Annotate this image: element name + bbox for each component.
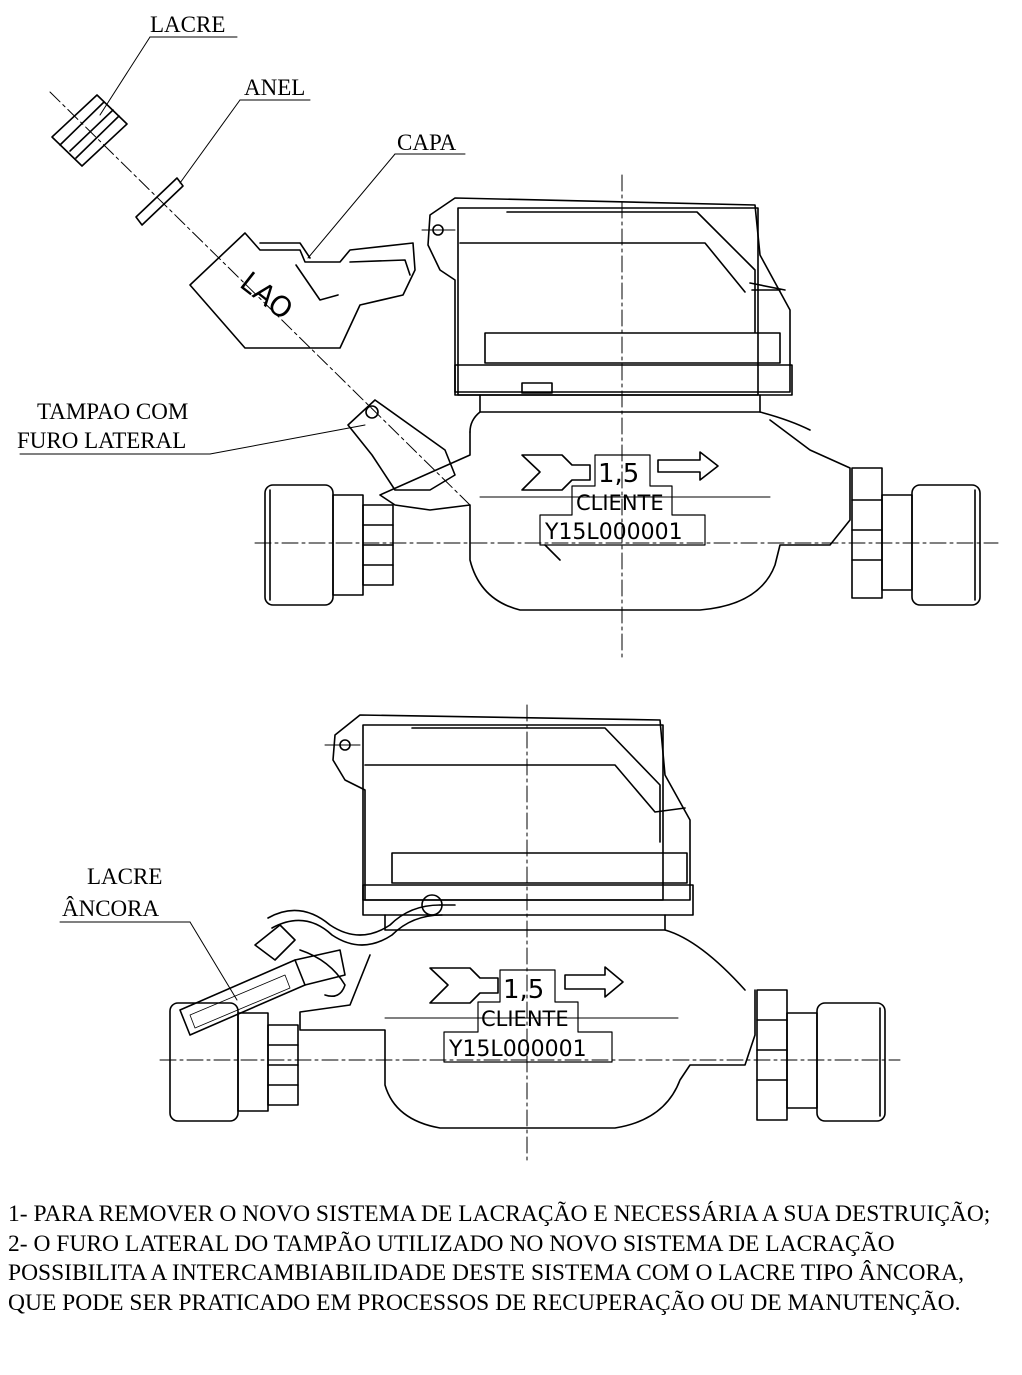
top-water-meter	[254, 174, 999, 661]
label-lacre-ancora-line2: ÂNCORA	[62, 896, 160, 921]
top-plate-class: 1,5	[598, 459, 639, 489]
label-anel: ANEL	[244, 75, 306, 100]
label-lacre-ancora-line1: LACRE	[87, 864, 163, 889]
notes-section: 1- PARA REMOVER O NOVO SISTEMA DE LACRAÇ…	[8, 1200, 1013, 1318]
lacre-ancora-seal	[179, 894, 456, 1036]
label-tampao-line1: TAMPAO COM	[37, 399, 189, 424]
label-tampao-line2: FURO LATERAL	[17, 428, 187, 453]
top-plate-client: CLIENTE	[576, 491, 664, 515]
note-2: 2- O FURO LATERAL DO TAMPÃO UTILIZADO NO…	[8, 1230, 965, 1316]
capa-cap-part	[189, 232, 416, 349]
anel-ring-part	[135, 177, 184, 226]
bottom-water-meter	[59, 704, 901, 1161]
bottom-plate-client: CLIENTE	[481, 1007, 569, 1031]
cap-marking: LAO	[234, 265, 299, 326]
note-1: 1- PARA REMOVER O NOVO SISTEMA DE LACRAÇ…	[8, 1201, 991, 1227]
bottom-plate-serial: Y15L000001	[448, 1037, 587, 1062]
top-plate-serial: Y15L000001	[544, 520, 683, 545]
label-lacre: LACRE	[150, 12, 226, 37]
lacre-seal-part	[51, 94, 128, 167]
top-exploded-seal-assembly	[19, 36, 471, 506]
label-capa: CAPA	[397, 130, 457, 155]
bottom-plate-class: 1,5	[503, 975, 544, 1005]
